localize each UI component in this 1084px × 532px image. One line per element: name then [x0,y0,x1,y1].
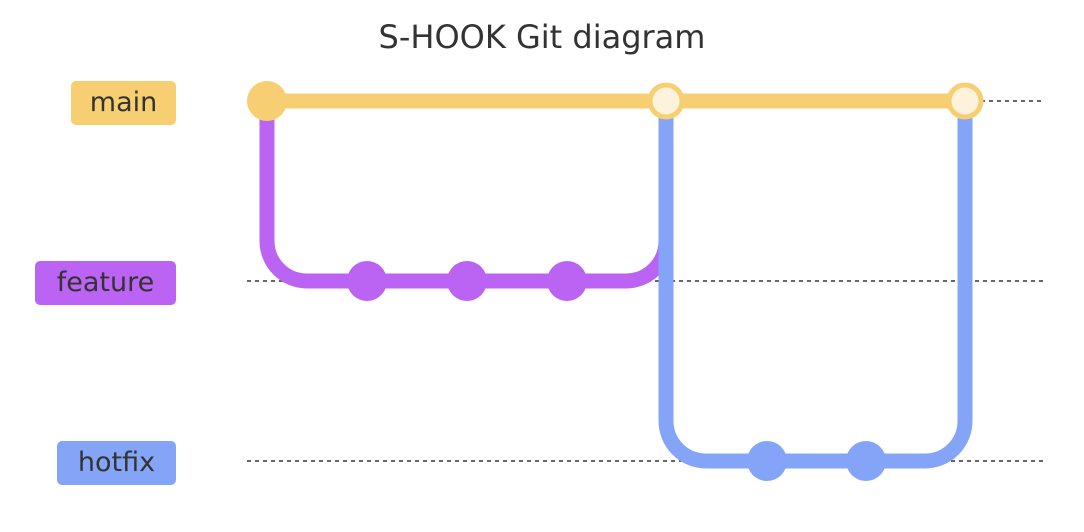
branch-label-hotfix: hotfix [57,441,176,485]
edge-hotfix-branch [658,101,973,469]
commit-main-1[interactable] [247,81,287,121]
branch-label-main: main [71,81,176,125]
commit-hotfix-2[interactable] [846,441,886,481]
branch-label-feature-text: feature [56,267,155,298]
branch-label-hotfix-text: hotfix [77,447,156,478]
commit-feature-2[interactable] [447,261,487,301]
commit-main-merge-1[interactable] [647,82,685,120]
edge-feature-branch [259,101,674,289]
branch-label-feature: feature [35,261,176,305]
commit-hotfix-1[interactable] [747,441,787,481]
diagram-title: S-HOOK Git diagram [378,18,706,56]
commit-feature-1[interactable] [347,261,387,301]
commit-main-merge-2[interactable] [946,82,984,120]
branch-label-main-text: main [89,87,158,118]
commit-feature-3[interactable] [547,261,587,301]
